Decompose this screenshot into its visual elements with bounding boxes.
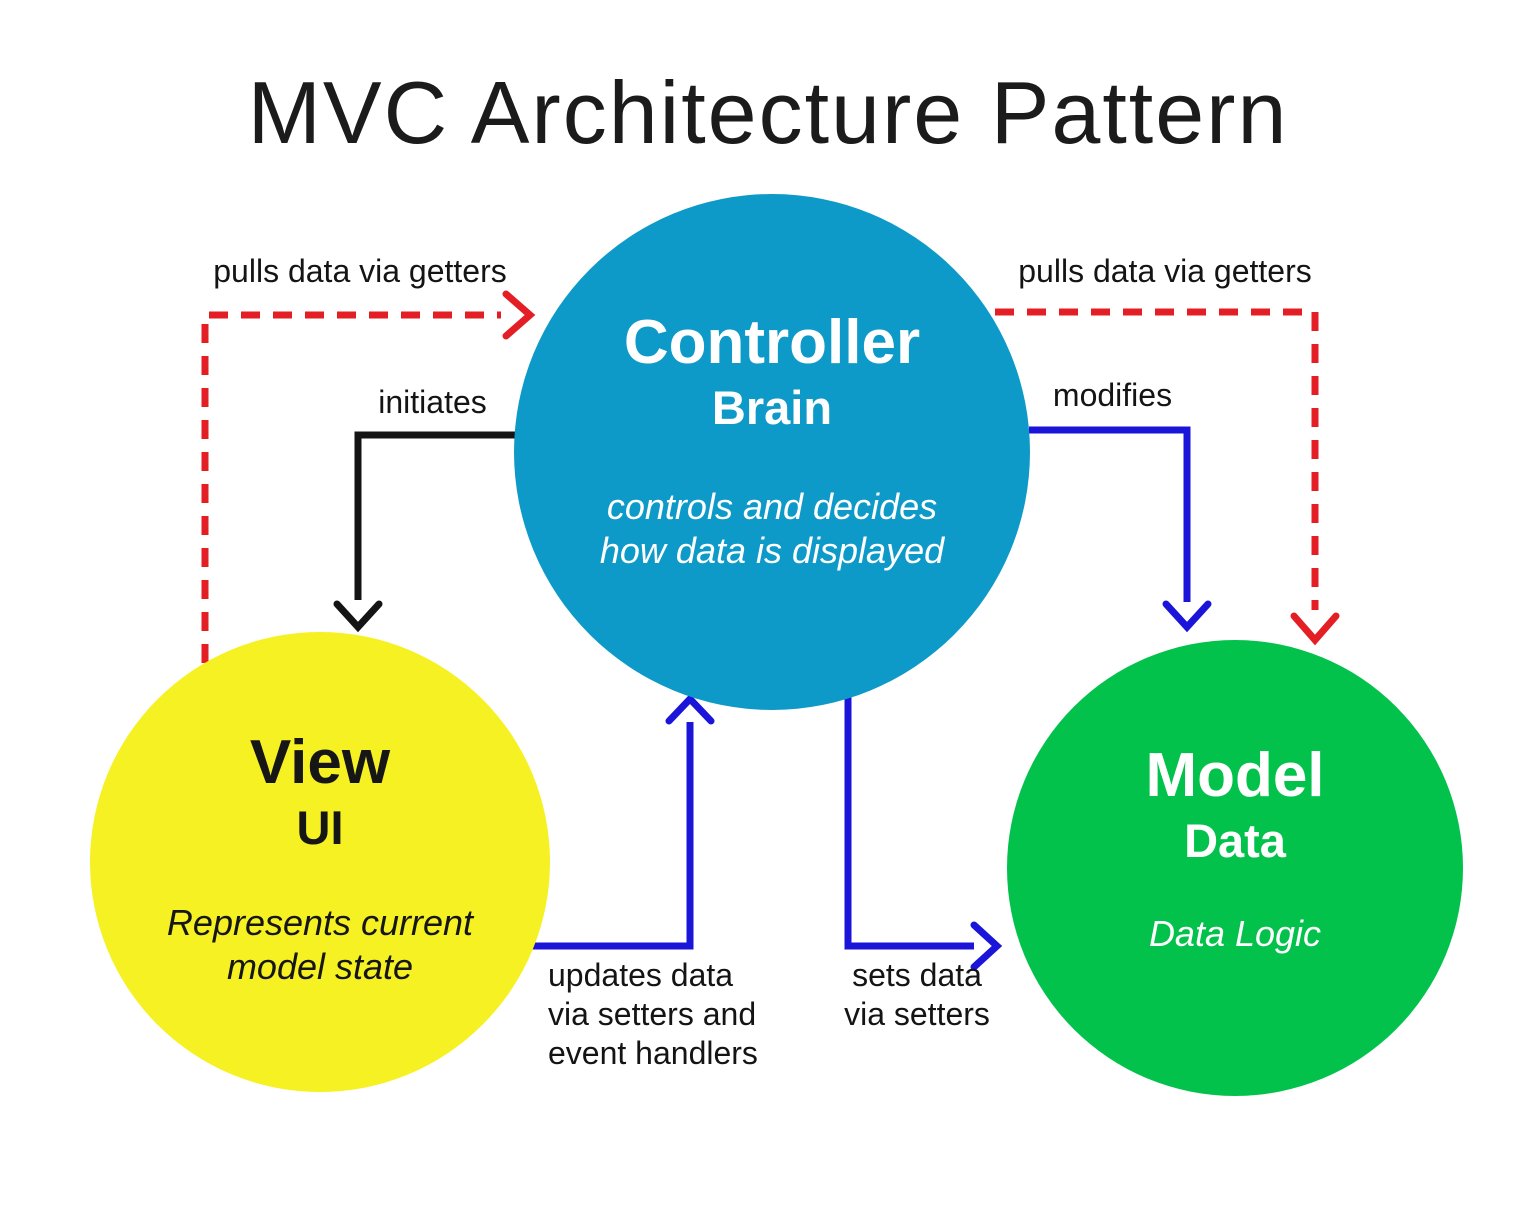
- edge-label-view-pulls: pulls data via getters: [213, 253, 507, 289]
- edge-view-to-controller-updates: [531, 693, 715, 950]
- arrowhead-right-icon: [970, 921, 1003, 971]
- node-controller-title: Controller: [623, 308, 921, 377]
- edge-label-modifies: modifies: [1052, 377, 1173, 413]
- label-line: via setters and: [548, 996, 757, 1033]
- edge-line: [995, 308, 1319, 610]
- node-controller-description: controls and decides how data is display…: [600, 485, 944, 573]
- node-model-title: Model: [1145, 741, 1325, 810]
- edge-controller-to-model-pull: [995, 308, 1340, 646]
- arrowhead-down-icon: [1162, 600, 1212, 633]
- edge-line: [201, 311, 501, 663]
- label-line: via setters: [844, 996, 990, 1033]
- arrowhead-down-icon: [333, 600, 383, 633]
- edge-label-controller-pulls: pulls data via getters: [1018, 253, 1312, 289]
- node-controller: Controller Brain controls and decides ho…: [514, 194, 1030, 710]
- description-line: how data is displayed: [599, 529, 945, 571]
- edge-line: [354, 431, 516, 600]
- arrowhead-down-icon: [1290, 612, 1340, 646]
- edge-controller-to-view-initiates: [333, 431, 516, 633]
- node-model-description: Data Logic: [1149, 912, 1321, 956]
- edge-controller-to-model-modifies: [1029, 426, 1212, 633]
- edge-label-updates: updates data via setters and event handl…: [548, 956, 758, 1073]
- edge-view-to-controller-pull: [201, 290, 536, 663]
- description-line: Represents current: [166, 902, 474, 943]
- edge-line: [1029, 426, 1191, 602]
- description-line: Data Logic: [1148, 913, 1322, 954]
- node-view: View UI Represents current model state: [90, 632, 550, 1092]
- arrowhead-right-icon: [502, 290, 536, 340]
- edge-controller-to-model-sets: [844, 696, 1003, 971]
- node-model: Model Data Data Logic: [1007, 640, 1463, 1096]
- node-view-title: View: [249, 728, 391, 797]
- diagram-title: MVC Architecture Pattern: [247, 63, 1289, 162]
- node-model-subtitle: Data: [1184, 814, 1286, 867]
- edge-label-initiates: initiates: [378, 384, 487, 420]
- edge-label-sets: sets data via setters: [836, 956, 998, 1034]
- label-line: event handlers: [548, 1035, 758, 1072]
- description-line: model state: [226, 945, 414, 987]
- description-line: controls and decides: [606, 486, 938, 527]
- edge-line: [844, 696, 974, 950]
- arrowhead-up-icon: [665, 693, 715, 725]
- node-view-description: Represents current model state: [167, 901, 473, 989]
- node-view-subtitle: UI: [296, 801, 344, 854]
- label-line: sets data: [852, 957, 982, 993]
- edge-line: [531, 722, 694, 950]
- node-controller-subtitle: Brain: [711, 381, 833, 434]
- label-line: updates data: [548, 957, 734, 993]
